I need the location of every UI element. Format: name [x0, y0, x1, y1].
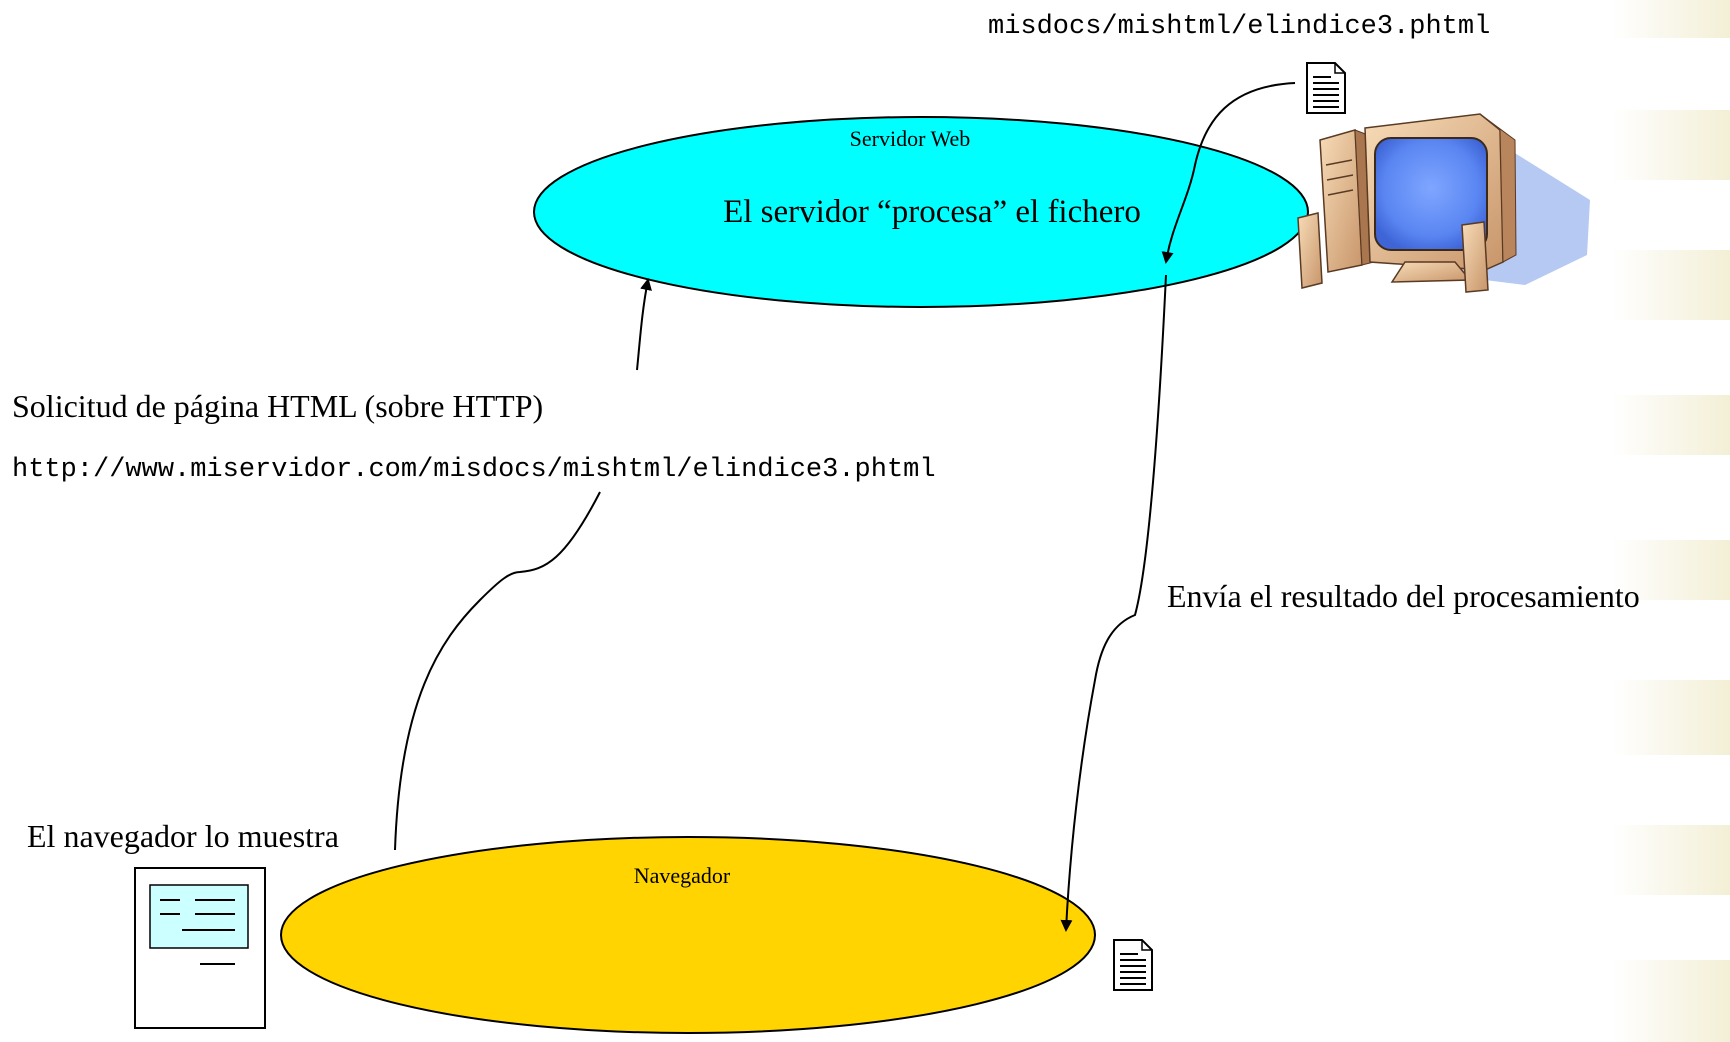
browser-shows-label: El navegador lo muestra [27, 818, 339, 854]
server-computer-icon [1297, 113, 1590, 293]
file-path-label: misdocs/mishtml/elindice3.phtml [988, 12, 1490, 42]
browser-label: Navegador [634, 863, 731, 888]
browser-display-curve [394, 491, 601, 851]
document-icon [1113, 939, 1153, 991]
server-ellipse [533, 116, 1309, 308]
file-to-server-arrow [1161, 82, 1296, 264]
browser-ellipse [280, 836, 1096, 1034]
background-stripes [1612, 0, 1730, 1042]
server-label: Servidor Web [850, 126, 971, 151]
request-url: http://www.miservidor.com/misdocs/mishtm… [12, 455, 936, 485]
browser-window-icon [134, 867, 266, 1029]
request-arrow [636, 278, 652, 371]
response-arrow [1060, 274, 1167, 932]
response-label: Envía el resultado del procesamiento [1167, 578, 1640, 614]
request-label: Solicitud de página HTML (sobre HTTP) [12, 388, 543, 424]
document-icon [1306, 62, 1346, 114]
server-description: El servidor “procesa” el fichero [723, 194, 1141, 230]
